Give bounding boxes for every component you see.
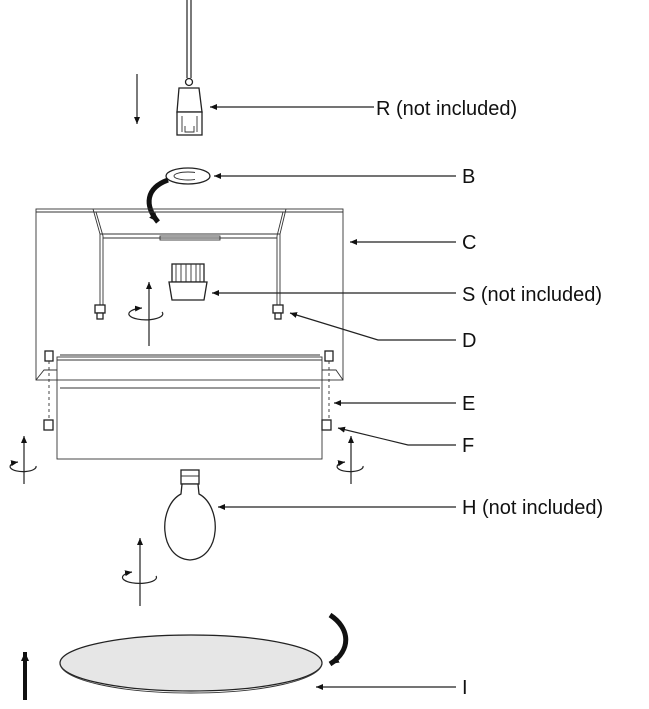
label-e: E bbox=[462, 393, 475, 415]
label-c: C bbox=[462, 232, 476, 254]
lamp-holder-r bbox=[176, 0, 203, 136]
leader-lines bbox=[210, 104, 456, 690]
light-bulb-h bbox=[164, 469, 216, 561]
rotate-arrow-icon bbox=[336, 436, 364, 484]
curved-arrow-icon bbox=[328, 612, 349, 667]
label-d: D bbox=[462, 330, 476, 352]
rotate-arrow-icon bbox=[128, 282, 164, 346]
bottom-frame-e bbox=[35, 350, 344, 460]
ring-b bbox=[165, 167, 211, 185]
socket-ring-s bbox=[168, 263, 208, 301]
label-s: S (not included) bbox=[462, 284, 602, 306]
label-b: B bbox=[462, 166, 475, 188]
label-r: R (not included) bbox=[376, 98, 517, 120]
label-i: I bbox=[462, 677, 468, 699]
screw-d bbox=[94, 304, 284, 320]
diffuser-disc-i bbox=[59, 634, 323, 694]
lampshade-frame-c bbox=[35, 208, 344, 381]
rotate-arrow-icon bbox=[9, 436, 37, 484]
curved-arrow-icon bbox=[146, 177, 169, 224]
label-f: F bbox=[462, 435, 474, 457]
screw-f bbox=[43, 419, 332, 431]
label-h: H (not included) bbox=[462, 497, 603, 519]
rotate-arrow-icon bbox=[121, 538, 158, 606]
